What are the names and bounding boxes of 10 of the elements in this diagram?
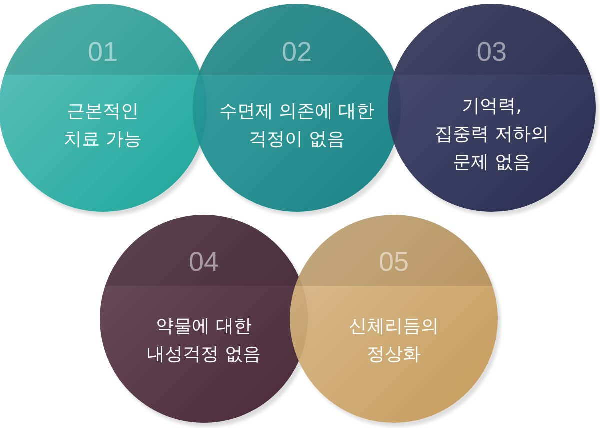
step-number: 05	[378, 247, 410, 277]
step-number: 03	[476, 37, 508, 67]
step-number: 02	[282, 37, 312, 67]
step-label: 약물에 대한 내성걱정 없음	[146, 315, 262, 367]
step-number: 04	[188, 247, 220, 277]
step-label: 신체리듬의 정상화	[348, 315, 440, 367]
step-label: 기억력, 집중력 저하의 문제 없음	[434, 95, 550, 175]
step-label: 근본적인 치료 가능	[64, 100, 142, 152]
step-label: 수면제 의존에 대한 걱정이 없음	[218, 100, 376, 152]
step-number: 01	[88, 37, 118, 67]
